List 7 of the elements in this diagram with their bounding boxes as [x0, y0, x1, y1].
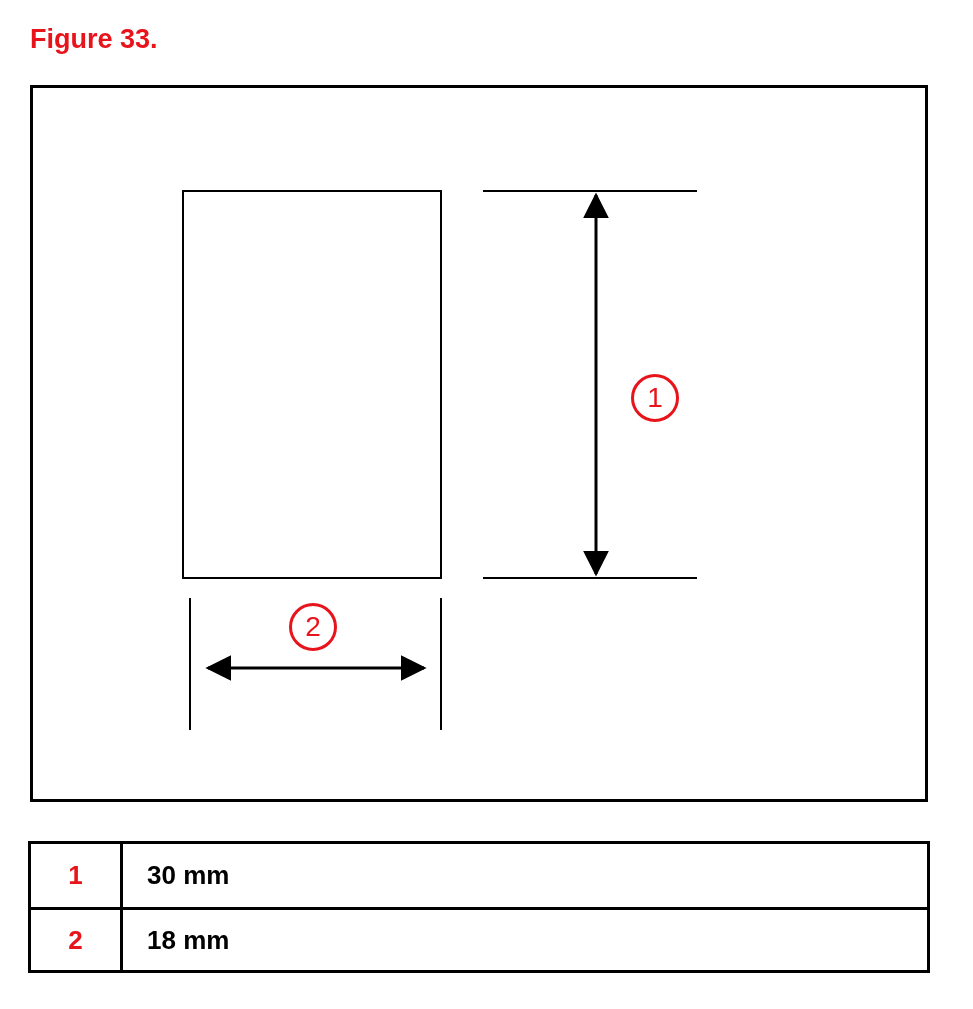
callout-number: 2: [289, 603, 337, 651]
figure-title: Figure 33.: [30, 26, 158, 53]
callout-number: 1: [631, 374, 679, 422]
dimension-value: 30 mm: [147, 859, 230, 892]
callout-number: 2: [68, 923, 83, 957]
dimension-value: 18 mm: [147, 923, 230, 957]
callout-number: 1: [68, 859, 83, 892]
